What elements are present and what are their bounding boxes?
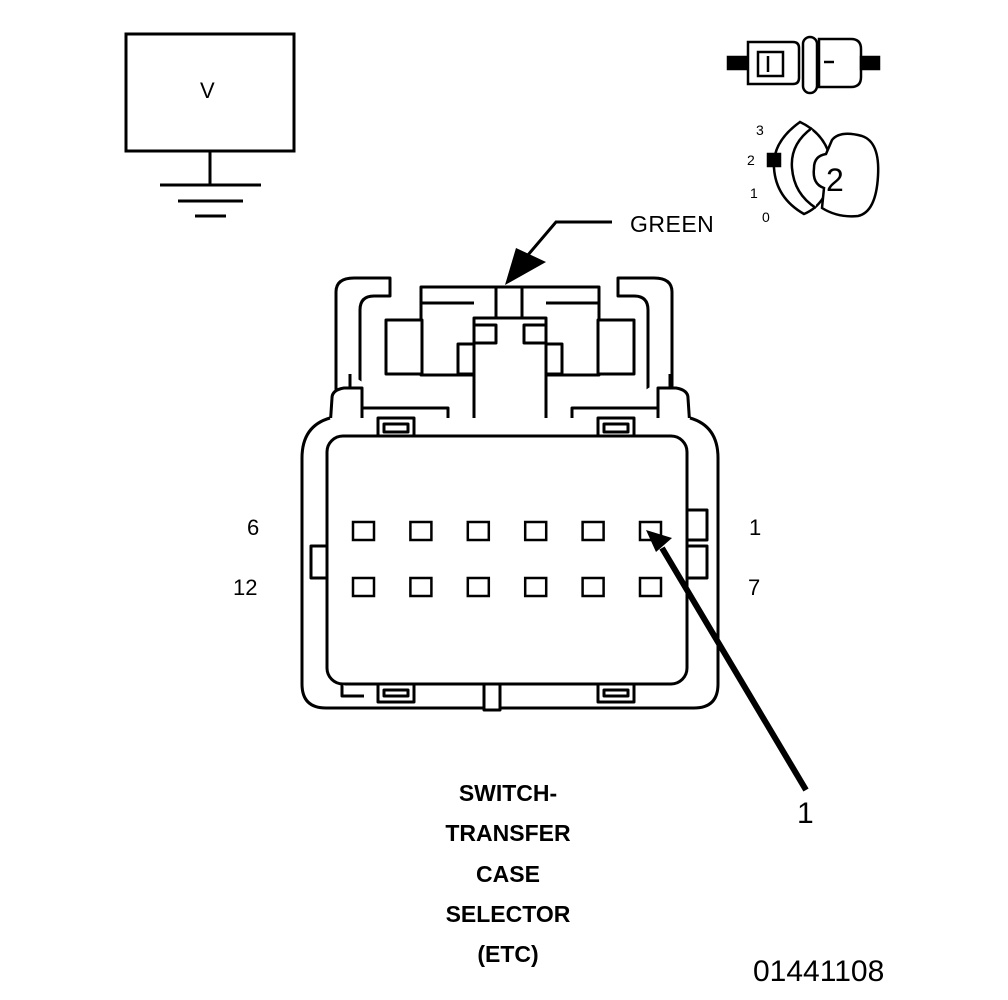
title-line-2: TRANSFER bbox=[445, 820, 571, 846]
wire-color-label: GREEN bbox=[630, 211, 715, 237]
pin-1-callout-arrow bbox=[646, 530, 809, 792]
pin-cavity-5 bbox=[409, 520, 433, 542]
voltmeter-symbol bbox=[124, 32, 296, 218]
figure-id: 01441108 bbox=[753, 955, 885, 988]
pin-cavity-8 bbox=[581, 576, 605, 598]
voltmeter-label: V bbox=[200, 78, 215, 103]
title-line-5: (ETC) bbox=[477, 941, 539, 967]
pin-cavity-9 bbox=[523, 576, 548, 598]
scale-mark-0: 0 bbox=[762, 209, 770, 225]
title-line-4: SELECTOR bbox=[445, 901, 571, 927]
callout-number: 1 bbox=[797, 797, 814, 830]
pin-label-bottom-left: 12 bbox=[233, 575, 258, 600]
connector-body bbox=[300, 276, 720, 712]
pin-cavity-6 bbox=[351, 520, 376, 542]
pin-cavities bbox=[351, 520, 663, 598]
pin-cavity-12 bbox=[351, 576, 376, 598]
title-line-1: SWITCH- bbox=[458, 780, 558, 806]
view-orientation-icon bbox=[766, 120, 880, 218]
pin-cavity-3 bbox=[523, 520, 548, 542]
scale-mark-1: 1 bbox=[750, 185, 758, 201]
pin-label-top-right: 1 bbox=[749, 515, 762, 540]
view-number: 2 bbox=[826, 162, 844, 198]
scale-mark-3: 3 bbox=[756, 122, 764, 138]
green-wire-leader bbox=[505, 220, 612, 285]
pin-cavity-2 bbox=[581, 520, 605, 542]
pin-label-top-left: 6 bbox=[247, 515, 260, 540]
connector-side-view-icon bbox=[726, 35, 881, 95]
pin-cavity-11 bbox=[409, 576, 433, 598]
title-line-3: CASE bbox=[476, 861, 540, 887]
pin-cavity-7 bbox=[638, 576, 663, 598]
pin-label-bottom-right: 7 bbox=[748, 575, 761, 600]
pin-cavity-10 bbox=[466, 576, 491, 598]
pin-cavity-4 bbox=[466, 520, 491, 542]
scale-mark-2: 2 bbox=[747, 152, 755, 168]
